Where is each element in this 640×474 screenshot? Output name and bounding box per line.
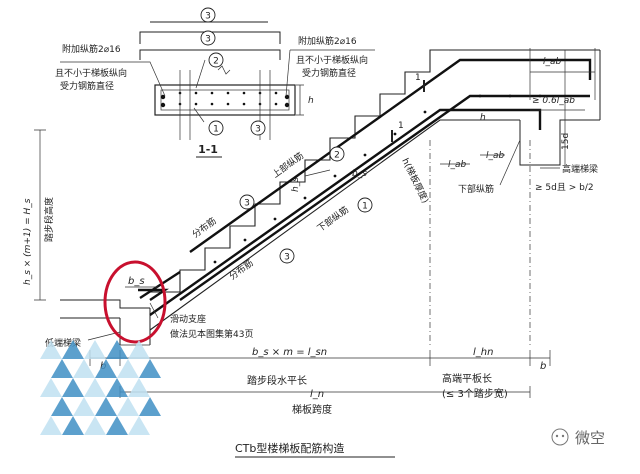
logo-triangle: [73, 359, 95, 378]
lab-label-2: l_ab: [486, 151, 505, 161]
logo-triangle: [62, 340, 84, 359]
marker-1-lower-label: 1: [362, 202, 368, 212]
section-mark-lower: 1: [398, 121, 404, 131]
logo-triangle: [40, 340, 62, 359]
dim-lab-label: l_ab: [543, 57, 562, 67]
span-caption: 梯板跨度: [292, 403, 332, 416]
section-title: 1-1: [198, 143, 218, 156]
marker-1-lower: [357, 197, 373, 213]
drawing-caption: CTb型楼梯板配筋构造: [235, 441, 344, 455]
sliding-support-line1: 滑动支座: [170, 313, 206, 325]
span-symbol: l_n: [310, 389, 324, 400]
marker-3-second: [200, 30, 216, 46]
run-formula: b_s × m = l_sn: [252, 347, 327, 358]
lower-bar-right-label: 下部纵筋: [458, 183, 494, 195]
logo-triangle: [106, 340, 128, 359]
height-formula: h_s × (m+1) = H_s: [23, 198, 33, 285]
marker-1-section: [208, 120, 224, 136]
high-platform-symbol: l_hn: [473, 347, 493, 358]
marker-3-top: [200, 7, 216, 23]
marker-3-second-label: 3: [205, 35, 211, 45]
upper-bar-label: 上部纵筋: [270, 150, 306, 181]
logo-triangle: [73, 397, 95, 416]
logo-triangle: [117, 397, 139, 416]
section-stirrup: [160, 89, 290, 111]
sliding-support-line2: 做法见本图集第43页: [170, 328, 253, 340]
marker-3-section-label: 3: [255, 125, 261, 135]
section-1-1: 3 3 2 1 3: [55, 7, 375, 158]
left-note-line2: 且不小于梯板纵向: [55, 67, 127, 79]
lower-bar-label: 下部纵筋: [315, 204, 351, 235]
marker-2-upper: [329, 146, 345, 162]
right-note-line3: 受力钢筋直径: [302, 67, 356, 79]
bs-left-label: b_s: [128, 276, 145, 287]
dim-06-label: ≥ 0.6l_ab: [532, 96, 575, 106]
high-beam-label: 高端梯梁: [562, 163, 598, 175]
logo-triangle: [139, 359, 161, 378]
height-caption: 踏步段高度: [43, 197, 55, 242]
logo-triangle: [84, 416, 106, 435]
logo-triangle: [62, 378, 84, 397]
logo-triangle: [106, 378, 128, 397]
left-note-line3: 受力钢筋直径: [60, 80, 114, 92]
logo-triangle: [106, 416, 128, 435]
marker-3-section: [250, 120, 266, 136]
anchor-note: ≥ 5d且 > b/2: [535, 182, 594, 193]
logo-triangle: [51, 359, 73, 378]
chat-bubble-icon: [551, 428, 569, 446]
watermark-text: 微空: [575, 429, 605, 447]
left-note-line1: 附加纵筋2⌀16: [62, 43, 121, 55]
high-platform-caption-1: 高端平板长: [442, 372, 492, 385]
logo-triangle: [139, 397, 161, 416]
run-caption: 踏步段水平长: [247, 374, 307, 387]
logo-triangle: [40, 416, 62, 435]
right-note-line1: 附加纵筋2⌀16: [298, 35, 357, 47]
b-right-label: b: [540, 361, 546, 372]
logo-triangle: [95, 397, 117, 416]
h-small-label: h: [480, 113, 486, 123]
logo-triangle: [84, 340, 106, 359]
stair-elevation: 1 1 上部纵筋 2 分布筋 3 分布筋 3 下部纵筋 1 h(梯板厚度) b_…: [23, 48, 601, 349]
high-platform-caption-2: (≤ 3个踏步宽): [442, 387, 508, 400]
marker-2-section: [208, 52, 224, 68]
step-width-label: b_s: [352, 169, 367, 179]
logo-triangle: [40, 378, 62, 397]
logo-triangle: [128, 416, 150, 435]
support-highlight-ellipse: [103, 260, 167, 344]
step-height-label: h_s: [291, 177, 301, 192]
section-mark-upper: 1: [415, 73, 421, 83]
marker-3-dist-2: [279, 248, 295, 264]
marker-3-dist-1: [239, 194, 255, 210]
section-outline: [154, 84, 296, 116]
logo-triangle: [117, 359, 139, 378]
logo-triangle: [51, 397, 73, 416]
logo-triangle: [84, 378, 106, 397]
section-height-label: h: [308, 96, 314, 106]
lower-longitudinal-bar: [139, 94, 590, 301]
dim-15d-label: 15d: [561, 133, 571, 150]
lab-label-1: l_ab: [448, 160, 467, 170]
watermark: 微空: [551, 428, 605, 447]
marker-3-top-label: 3: [205, 12, 211, 22]
logo-triangle: [128, 340, 150, 359]
marker-2-section-label: 2: [213, 57, 219, 67]
thickness-label: h(梯板厚度): [399, 156, 431, 205]
logo-triangle: [95, 359, 117, 378]
dist-bar-label-1: 分布筋: [190, 215, 219, 241]
marker-3-dist-1-label: 3: [244, 199, 250, 209]
marker-1-section-label: 1: [213, 125, 219, 135]
right-note-line2: 且不小于梯板纵向: [296, 54, 368, 66]
logo-triangle: [128, 378, 150, 397]
dist-bar-label-2: 分布筋: [227, 257, 256, 283]
marker-3-dist-2-label: 3: [284, 253, 290, 263]
logo-triangle: [62, 416, 84, 435]
lower-bar-b: [149, 108, 542, 316]
marker-2-upper-label: 2: [334, 151, 340, 161]
triangle-logo: [40, 340, 161, 435]
upper-longitudinal-bar: [189, 58, 592, 253]
